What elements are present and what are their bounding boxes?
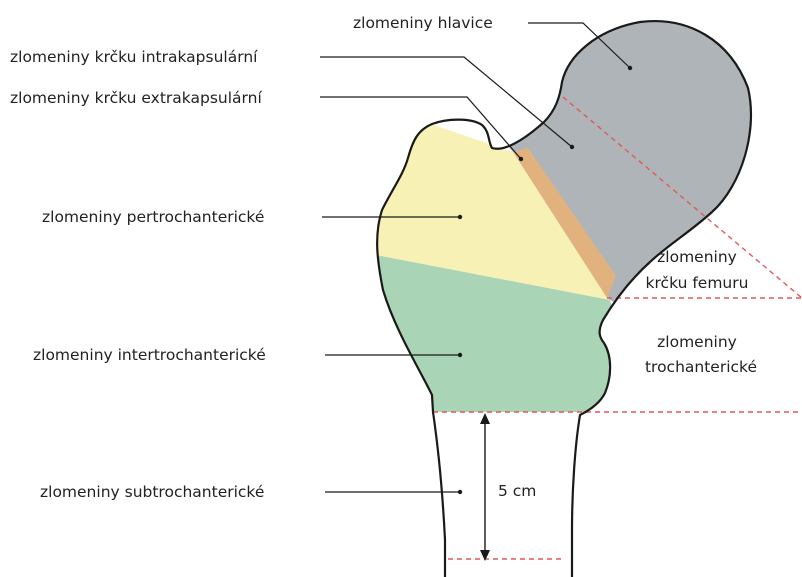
pertrochanteric-label: zlomeniny pertrochanterické: [42, 208, 264, 226]
neck-extracapsular-label: zlomeniny krčku extrakapsulární: [10, 89, 262, 107]
trochanteric-label-line1: zlomeniny: [657, 333, 737, 351]
intertrochanteric-label: zlomeniny intertrochanterické: [33, 346, 266, 364]
measurement-arrow: [480, 413, 490, 561]
subtrochanteric-label: zlomeniny subtrochanterické: [40, 483, 264, 501]
neck-intracapsular-label: zlomeniny krčku intrakapsulární: [10, 48, 258, 66]
femoral-neck-label-line2: krčku femuru: [646, 274, 749, 292]
femoral-neck-label-line1: zlomeniny: [657, 248, 737, 266]
measure-label: 5 cm: [498, 482, 536, 500]
trochanteric-label-line2: trochanterické: [645, 358, 757, 376]
head-fracture-label: zlomeniny hlavice: [353, 14, 493, 32]
